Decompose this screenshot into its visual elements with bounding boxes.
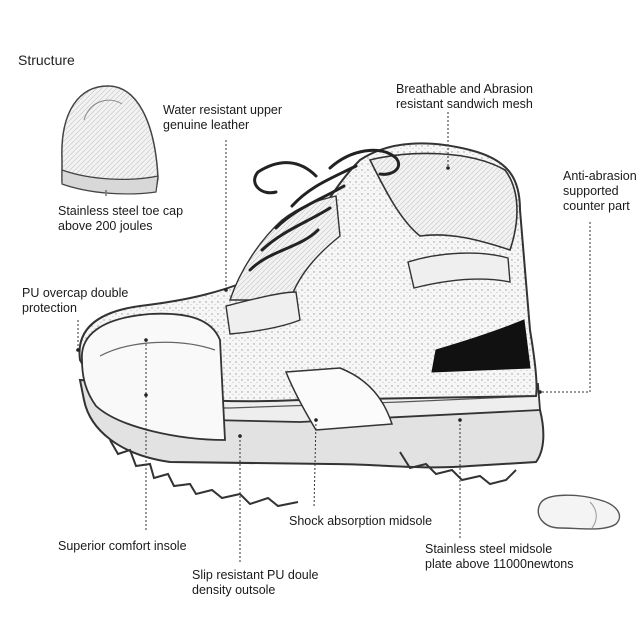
label-water-resistant-upper: Water resistant upper genuine leather bbox=[163, 103, 283, 132]
label-toe-cap: Stainless steel toe cap above 200 joules bbox=[58, 204, 184, 233]
boot-upper bbox=[78, 142, 538, 441]
leader-lines bbox=[77, 112, 591, 562]
diagram-title: Structure bbox=[18, 52, 75, 68]
label-shock-midsole: Shock absorption midsole bbox=[289, 514, 433, 528]
boot-laces bbox=[248, 148, 401, 272]
label-comfort-insole: Superior comfort insole bbox=[58, 539, 187, 553]
leader-dots bbox=[76, 166, 542, 438]
label-outsole: Slip resistant PU doule density outsole bbox=[192, 568, 319, 597]
label-anti-abrasion-counter: Anti-abrasion supported counter part bbox=[563, 169, 637, 213]
label-steel-midsole-plate: Stainless steel midsole plate above 1100… bbox=[425, 542, 574, 571]
toe-cap-illustration bbox=[61, 85, 159, 195]
label-pu-overcap: PU overcap double protection bbox=[22, 286, 129, 315]
insole-illustration bbox=[537, 494, 621, 530]
label-breathable-mesh: Breathable and Abrasion resistant sandwi… bbox=[396, 82, 533, 111]
